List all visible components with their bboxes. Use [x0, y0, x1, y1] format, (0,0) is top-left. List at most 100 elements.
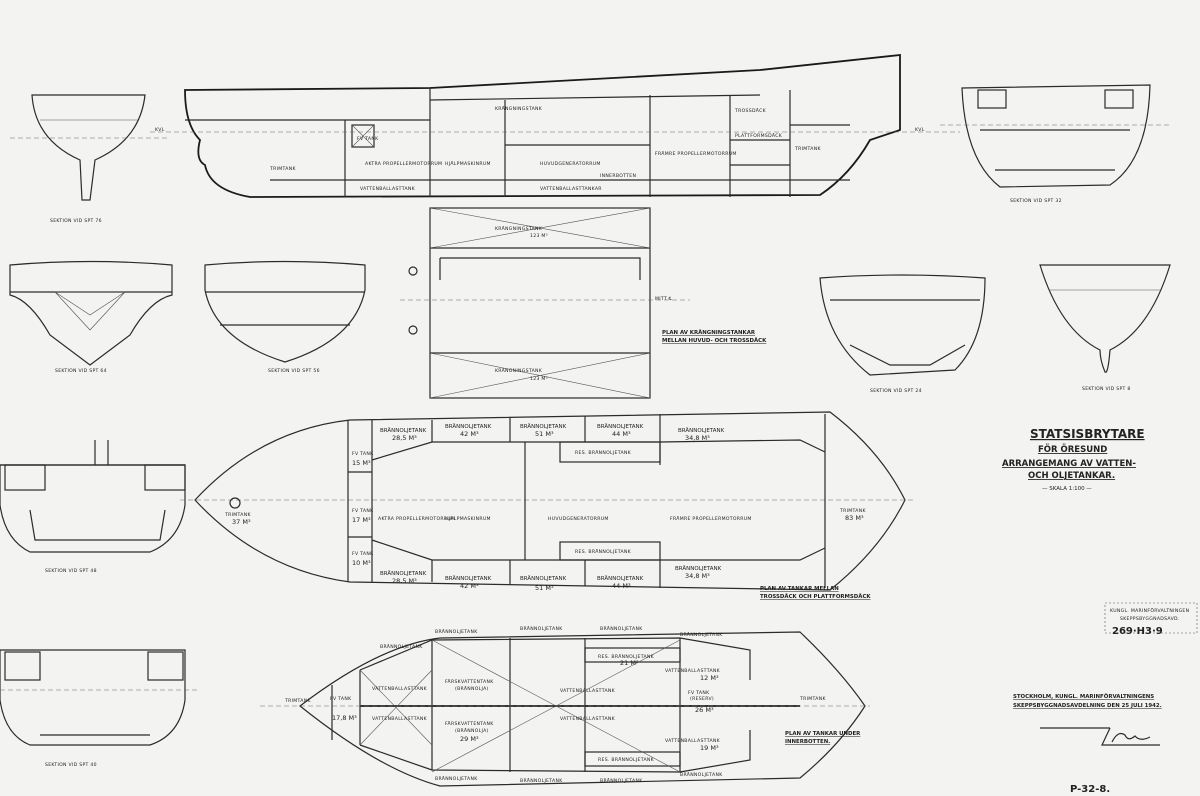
section-spt-24: SEKTION VID SPT 24	[819, 274, 986, 394]
tank-label: KRÄNGNINGSTANK	[495, 225, 543, 232]
section-spt-48: SEKTION VID SPT 48	[0, 440, 186, 574]
section-spt-76: SEKTION VID SPT 76	[10, 94, 170, 224]
plan-tanks-between-decks: BRÄNNOLJETANK 28,5 M³ BRÄNNOLJETANK 42 M…	[180, 411, 915, 600]
tank-volume: 51 M³	[535, 430, 554, 438]
tank-volume: 19 M³	[700, 744, 719, 752]
tank-label: BRÄNNOLJETANK	[380, 643, 423, 650]
tank-volume: 42 M³	[460, 430, 479, 438]
tank-label: RES. BRÄNNOLJETANK	[575, 548, 632, 555]
room-label: FRÄMRE PROPELLERMOTORRUM	[670, 515, 752, 522]
section-caption: SEKTION VID SPT 24	[870, 388, 922, 394]
section-spt-8: SEKTION VID SPT 8	[1039, 264, 1171, 392]
tank-label: TRIMTANK	[224, 512, 251, 518]
room-label: AKTRA PROPELLERMOTORRUM	[378, 516, 455, 522]
tank-volume: 28,5 M³	[392, 434, 417, 442]
tank-label: FÄRSKVATTENTANK	[445, 720, 494, 727]
tank-label: VATTENBALLASTTANK	[372, 686, 428, 692]
drawing-description: ARRANGEMANG AV VATTEN-	[1002, 459, 1136, 469]
tank-label: VATTENBALLASTTANK	[372, 716, 428, 722]
tank-label: BRÄNNOLJETANK	[445, 575, 492, 582]
signature	[1111, 732, 1151, 743]
tank-label: FV TANK	[688, 690, 710, 696]
tank-volume: 17 M³	[352, 516, 371, 524]
tank-label: BRÄNNOLJETANK	[435, 628, 478, 635]
tank-volume: 37 M³	[232, 518, 251, 526]
stamp-text: SKEPPSBYGGNADSAVD.	[1120, 616, 1180, 622]
tank-volume: 44 M³	[612, 582, 631, 590]
tank-label: (BRÄNNOLJA)	[455, 727, 489, 734]
section-spt-32: SEKTION VID SPT 32	[940, 84, 1170, 204]
tank-volume: 44 M³	[612, 430, 631, 438]
plan-caption: PLAN AV TANKAR MELLAN	[760, 586, 839, 592]
tank-label: BRÄNNOLJETANK	[680, 771, 723, 778]
room-label: HUVUDGENERATORRUM	[548, 516, 609, 522]
tank-volume: 51 M³	[535, 584, 554, 592]
tank-label: TRIMTANK	[839, 508, 866, 514]
tank-label: BRÄNNOLJETANK	[445, 423, 492, 430]
title-block: STATSISBRYTARE FÖR ÖRESUND ARRANGEMANG A…	[1002, 427, 1145, 492]
tank-label: BRÄNNOLJETANK	[520, 625, 563, 632]
plan-caption: TROSSDÄCK OCH PLATTFORMSDÄCK	[760, 593, 871, 600]
room-label: HJÄLPMASKINRUM	[445, 515, 491, 522]
section-caption: SEKTION VID SPT 56	[268, 368, 320, 374]
profile-label: TRIMTANK	[269, 166, 296, 172]
drawing-description: OCH OLJETANKAR.	[1028, 471, 1115, 481]
profile-label: PLATTFORMSDÄCK	[735, 132, 783, 139]
profile-label: FRÄMRE PROPELLERMOTORRUM	[655, 150, 737, 157]
plan-heeling-tanks: KRÄNGNINGSTANK 123 M³ KRÄNGNINGSTANK 123…	[400, 207, 767, 399]
tank-label: VATTENBALLASTTANK	[665, 738, 721, 744]
tank-label: FÄRSKVATTENTANK	[445, 678, 494, 685]
waterline-label: KVL	[915, 127, 925, 133]
tank-label: BRÄNNOLJETANK	[600, 777, 643, 784]
tank-label: BRÄNNOLJETANK	[520, 575, 567, 582]
tank-volume: 12 M³	[700, 674, 719, 682]
tank-volume: 28,5 M³	[392, 577, 417, 585]
tank-volume: 83 M³	[845, 514, 864, 522]
profile-label: INNERBOTTEN	[600, 173, 636, 179]
tank-volume: 15 M³	[352, 459, 371, 467]
tank-volume: 42 M³	[460, 582, 479, 590]
drawing-subtitle: FÖR ÖRESUND	[1038, 444, 1107, 455]
tank-label: BRÄNNOLJETANK	[520, 423, 567, 430]
profile-label: KRÄNGNINGSTANK	[495, 105, 543, 112]
tank-label: FV TANK	[330, 696, 352, 702]
tank-label: BRÄNNOLJETANK	[597, 423, 644, 430]
tank-label: RES. BRÄNNOLJETANK	[598, 756, 655, 763]
profile-label: VATTENBALLASTTANK	[360, 186, 416, 192]
tank-label: BRÄNNOLJETANK	[600, 625, 643, 632]
profile-label: FV TANK	[357, 136, 379, 142]
section-caption: SEKTION VID SPT 32	[1010, 198, 1062, 204]
section-spt-40: SEKTION VID SPT 40	[0, 649, 200, 768]
profile-label: TRIMTANK	[794, 146, 821, 152]
tank-volume: 123 M³	[530, 233, 548, 239]
tank-volume: 29 M³	[460, 735, 479, 743]
drawing-scale: — SKALA 1:100 —	[1042, 486, 1092, 492]
origin-note: STOCKHOLM, KUNGL. MARINFÖRVALTNINGENS SK…	[1013, 693, 1162, 746]
tank-volume: 10 M³	[352, 559, 371, 567]
archive-number: 269·H3·9	[1112, 626, 1163, 637]
tank-volume: 34,8 M³	[685, 434, 710, 442]
centerline-label: MITT ℄	[655, 296, 672, 302]
tank-label: BRÄNNOLJETANK	[680, 631, 723, 638]
plan-caption: MELLAN HUVUD- OCH TROSSDÄCK	[662, 337, 767, 344]
section-caption: SEKTION VID SPT 8	[1082, 386, 1131, 392]
profile-label: HJÄLPMASKINRUM	[445, 160, 491, 167]
tank-volume: 21 M³	[620, 659, 639, 667]
tank-label: RES. BRÄNNOLJETANK	[598, 653, 655, 660]
profile-label: TROSSDÄCK	[734, 107, 767, 114]
tank-label: VATTENBALLASTTANK	[665, 668, 721, 674]
tank-label: FV TANK	[352, 508, 374, 514]
tank-label: KRÄNGNINGSTANK	[495, 367, 543, 374]
tank-volume: 26 M³	[695, 706, 714, 714]
tank-volume: 123 M³	[530, 376, 548, 382]
profile-label: AKTRA PROPELLERMOTORRUM	[365, 161, 442, 167]
tank-label: BRÄNNOLJETANK	[435, 775, 478, 782]
section-spt-56: SEKTION VID SPT 56	[204, 260, 366, 374]
origin-text: SKEPPSBYGGNADSAVDELNING DEN 25 JULI 1942…	[1013, 703, 1162, 709]
origin-text: STOCKHOLM, KUNGL. MARINFÖRVALTNINGENS	[1013, 693, 1154, 700]
drawing-number: P-32-8.	[1070, 784, 1110, 795]
plan-caption: PLAN AV TANKAR UNDER	[785, 731, 861, 737]
plan-tanks-under-inner-bottom: BRÄNNOLJETANK BRÄNNOLJETANK BRÄNNOLJETAN…	[260, 625, 870, 787]
